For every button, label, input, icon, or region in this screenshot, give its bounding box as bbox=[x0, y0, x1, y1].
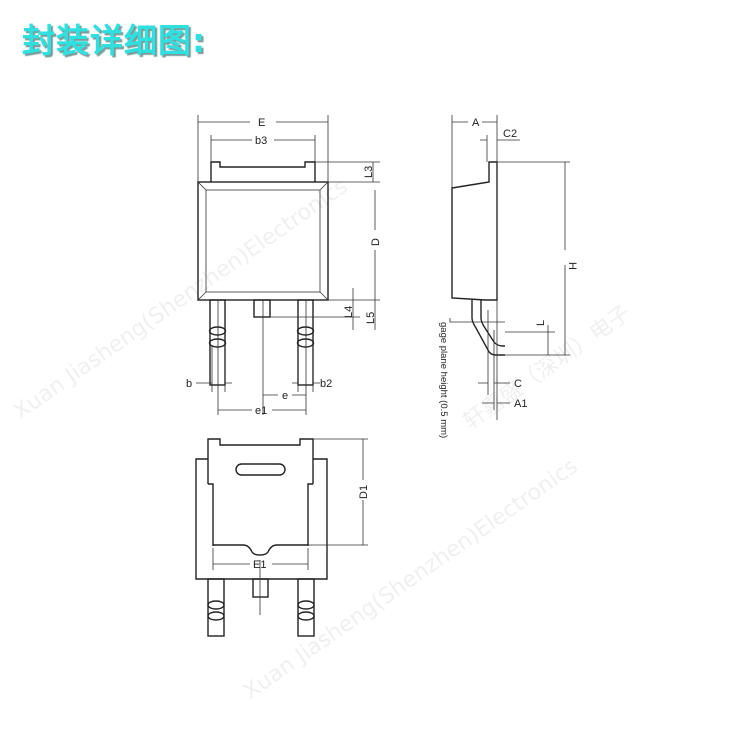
page-title: 封装详细图: bbox=[22, 21, 207, 60]
bottom-lead-right bbox=[297, 578, 315, 637]
top-view: E b3 L3 D L4 L5 b b2 e e1 bbox=[186, 115, 382, 417]
dim-e: e bbox=[282, 390, 288, 402]
svg-text:轩嘉盛（深圳）电子: 轩嘉盛（深圳）电子 bbox=[459, 301, 636, 435]
dim-A1: A1 bbox=[514, 398, 527, 410]
gage-plane-label: gage plane height (0.5 mm) bbox=[438, 322, 449, 438]
dim-L5: L5 bbox=[365, 312, 377, 324]
dim-e1: e1 bbox=[255, 405, 267, 417]
dim-C: C bbox=[514, 378, 522, 390]
side-view: A C2 H L C A1 gage plane height (0.5 mm) bbox=[438, 115, 578, 438]
dim-b: b bbox=[186, 378, 192, 390]
dim-L4: L4 bbox=[343, 306, 355, 318]
dim-C2: C2 bbox=[503, 128, 517, 140]
dim-D: D bbox=[370, 238, 382, 246]
bottom-view: D1 E1 bbox=[195, 438, 370, 637]
lead-right bbox=[296, 299, 315, 386]
dim-A: A bbox=[472, 117, 480, 129]
dim-b2: b2 bbox=[320, 378, 332, 390]
lead-left bbox=[208, 299, 227, 386]
dim-D1: D1 bbox=[358, 485, 370, 499]
dim-b3: b3 bbox=[255, 135, 267, 147]
dim-E1: E1 bbox=[253, 559, 266, 571]
dim-E: E bbox=[258, 117, 265, 129]
watermark: Xuan Jiasheng(Shenzhen)Electronics Xuan … bbox=[9, 174, 636, 705]
bottom-lead-left bbox=[207, 578, 225, 637]
dim-H: H bbox=[566, 262, 578, 270]
dim-L: L bbox=[535, 320, 547, 326]
dim-L3: L3 bbox=[363, 166, 375, 178]
